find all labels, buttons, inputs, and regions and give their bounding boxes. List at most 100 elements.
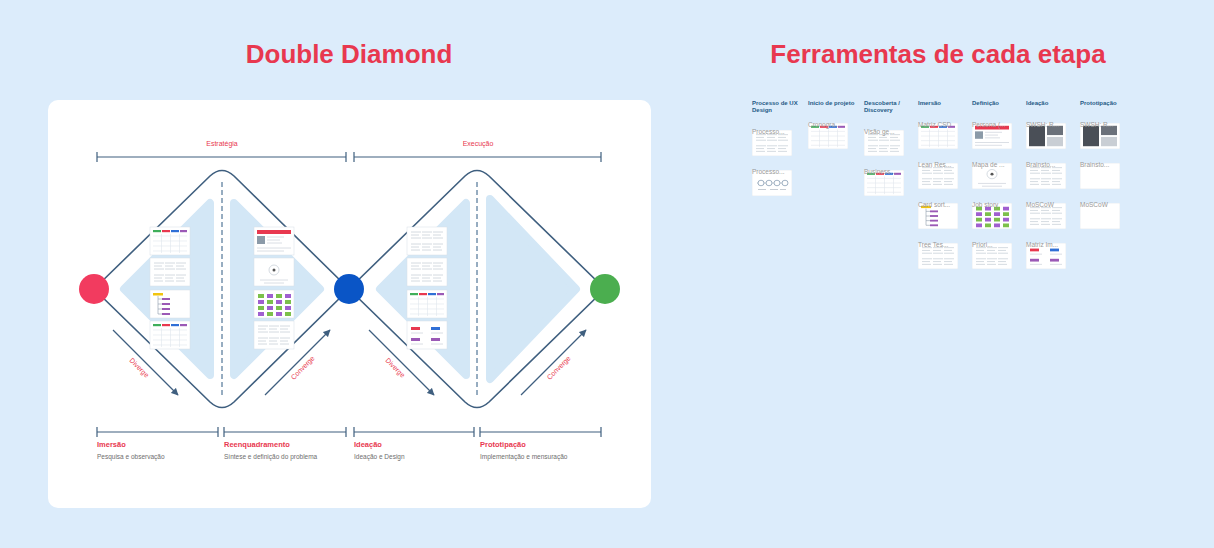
thumbnail-image: [1080, 123, 1120, 149]
stage-column: DefiniçãoPersona (...Mapa de ...Job stor…: [972, 100, 1020, 107]
thumbnail-image: [918, 123, 958, 149]
tool-name: Cronogra...: [808, 121, 841, 129]
diagram-panel: [48, 100, 651, 508]
tool-name: Tree Tes...: [918, 241, 948, 249]
tool-thumbnail: [150, 290, 190, 318]
tool-thumbnail: [407, 321, 447, 349]
column-heading: Imersão: [918, 100, 966, 107]
tool-thumbnail: [407, 258, 447, 286]
label-holder: Ferramentas de cada etapa: [770, 40, 1105, 70]
label-holder: Ideação: [354, 441, 382, 450]
phase-arrow: [521, 330, 586, 395]
thumbnail-image: [918, 203, 958, 229]
bracket: [354, 152, 601, 162]
stage-column: Descoberta / DiscoveryVisão ge...Busines…: [864, 100, 912, 114]
diamond-areas: [124, 199, 576, 379]
tool-thumbnail: [254, 227, 294, 255]
phase-name: Ideação: [354, 441, 382, 450]
tool-thumbnail: [254, 321, 294, 349]
thumbnail-image: [918, 163, 958, 189]
tool-name: Mapa de ...: [972, 161, 1005, 169]
label-holder: Síntese e definição do problema: [224, 453, 317, 460]
thumbnail-image: [972, 203, 1012, 229]
stage-column: IdeaçãoSWSH: R...Brainsto...MoSCoWMatriz…: [1026, 100, 1074, 107]
thumbnail-image: [918, 243, 958, 269]
tool-card: MoSCoW: [1080, 193, 1120, 229]
tool-name: SWSH: R...: [1080, 121, 1113, 129]
tool-name: MoSCoW: [1080, 201, 1108, 209]
phase-description: Implementação e mensuração: [480, 453, 567, 460]
phase-arrow: [113, 330, 178, 395]
label-holder: Reenquadramento: [224, 441, 290, 450]
label-holder: Ideação e Design: [354, 453, 405, 460]
tool-card: SWSH: R...: [1080, 113, 1120, 149]
tool-name: MoSCoW: [1026, 201, 1054, 209]
bracket: [480, 427, 601, 437]
thumbnail-image: [864, 170, 904, 196]
tool-thumbnail: [407, 227, 447, 255]
tool-card: Matriz Im...: [1026, 233, 1066, 269]
tool-card: SWSH: R...: [1026, 113, 1066, 149]
column-heading: Ideação: [1026, 100, 1074, 107]
middle-circle: [334, 274, 364, 304]
thumbnail-image: [752, 130, 792, 156]
tool-card: Tree Tes...: [918, 233, 958, 269]
end-circle: [590, 274, 620, 304]
tool-card: Processo...: [752, 160, 792, 196]
tool-thumbnail: [150, 227, 190, 255]
phase-arrow: [369, 330, 434, 395]
tool-name: Processo...: [752, 168, 785, 176]
stage-column: Processo de UX DesignProcesso...Processo…: [752, 100, 800, 114]
tool-card: Priori...: [972, 233, 1012, 269]
tool-thumbnail: [254, 258, 294, 286]
bracket: [354, 427, 474, 437]
stage-column: ImersãoMatriz CSDLean Res...Card sort...…: [918, 100, 966, 107]
tool-card: Visão ge...: [864, 120, 904, 156]
tool-card: Brainsto...: [1080, 153, 1120, 189]
tool-name: Persona (...: [972, 121, 1006, 129]
tool-name: Lean Res...: [918, 161, 951, 169]
thumbnail-image: [1026, 243, 1066, 269]
page-title: Double Diamond: [246, 40, 453, 69]
phase-name: Prototipação: [480, 441, 526, 450]
tool-thumbnail: [150, 321, 190, 349]
column-heading: Descoberta / Discovery: [864, 100, 912, 114]
thumbnail-image: [752, 170, 792, 196]
phase-name: Imersão: [97, 441, 126, 450]
tool-name: Priori...: [972, 241, 993, 249]
tool-card: Business...: [864, 160, 904, 196]
section-title: Ferramentas de cada etapa: [770, 40, 1105, 70]
label-holder: Prototipação: [480, 441, 526, 450]
thumbnail-image: [1080, 163, 1120, 189]
phase-arrows: [113, 330, 586, 395]
phase-description: Pesquisa e observação: [97, 453, 165, 460]
phase-name: Reenquadramento: [224, 441, 290, 450]
tool-name: Brainsto...: [1080, 161, 1109, 169]
label-holder: Implementação e mensuração: [480, 453, 567, 460]
converge-area: [490, 199, 576, 379]
tool-card: Card sort...: [918, 193, 958, 229]
tool-name: Visão ge...: [864, 128, 895, 136]
center-dash: [222, 182, 477, 396]
brackets: [97, 152, 601, 437]
phase-description: Ideação e Design: [354, 453, 405, 460]
diamond-outline: [349, 171, 605, 408]
tool-card: Job story: [972, 193, 1012, 229]
thumbnail-image: [972, 243, 1012, 269]
thumbnail-image: [972, 163, 1012, 189]
label-holder: Pesquisa e observação: [97, 453, 165, 460]
thumbnail-image: [1080, 203, 1120, 229]
tool-name: Matriz CSD: [918, 121, 951, 129]
converge-area: [234, 203, 320, 375]
bracket: [224, 427, 346, 437]
tool-name: Processo...: [752, 128, 785, 136]
stage-column: Início de projetoCronogra...: [808, 100, 856, 107]
title-holder: Double Diamond: [246, 40, 453, 69]
thumbnail-image: [1026, 163, 1066, 189]
column-heading: Definição: [972, 100, 1020, 107]
tool-card: Matriz CSD: [918, 113, 958, 149]
tool-name: Brainsto...: [1026, 161, 1055, 169]
tool-name: SWSH: R...: [1026, 121, 1059, 129]
